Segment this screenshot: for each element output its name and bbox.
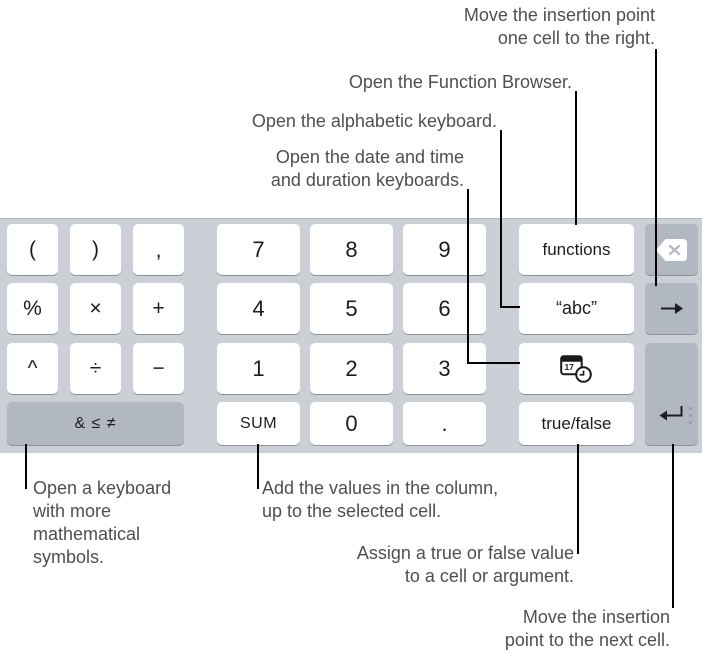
key-label: + [152,296,165,320]
key-date-time[interactable]: 17 [519,343,634,394]
key-delete[interactable] [645,224,698,275]
key-label: 8 [345,236,358,262]
caption-line: Open a keyboard [33,478,172,498]
callout-line-date-time-horizontal [467,362,520,364]
caption-line: Open the alphabetic keyboard. [251,111,497,131]
key-9[interactable]: 9 [403,224,486,275]
caption-line: up to the selected cell. [262,501,442,521]
key-label: 6 [438,295,451,321]
key-sum[interactable]: SUM [217,402,300,445]
key-label: true/false [541,413,612,433]
key-return[interactable] [645,343,698,445]
key-label: 9 [438,236,451,262]
right-arrow-icon [660,301,684,316]
key-true-false[interactable]: true/false [519,402,634,445]
key-label: 5 [345,295,358,321]
svg-text:17: 17 [564,362,574,372]
caption-true-false-key: Assign a true or false value to a cell o… [357,542,574,588]
caption-function-browser: Open the Function Browser. [349,71,572,94]
key-label: ( [29,237,36,261]
calendar-clock-icon: 17 [560,354,593,383]
return-icon [659,404,684,423]
key-plus[interactable]: + [133,283,184,334]
key-caret[interactable]: ^ [7,343,58,394]
caption-line: symbols. [33,547,105,567]
caption-line: to a cell or argument. [404,566,574,586]
key-label: functions [542,239,611,259]
key-close-paren[interactable]: ) [70,224,121,275]
callout-line-move-right-cell [655,49,657,286]
caption-line: Open the Function Browser. [348,72,572,92]
key-label: % [23,296,42,320]
key-multiply[interactable]: × [70,283,121,334]
caption-sum-key: Add the values in the column, up to the … [262,477,498,523]
caption-alphabetic-keyboard: Open the alphabetic keyboard. [252,110,497,133]
key-0[interactable]: 0 [310,402,393,445]
key-7[interactable]: 7 [217,224,300,275]
key-label: × [89,296,102,320]
key-label: ÷ [89,356,102,380]
numeric-keyboard: ( ) , 7 8 9 functions % × + [0,218,702,453]
key-functions[interactable]: functions [519,224,634,275]
caption-next-cell: Move the insertion point to the next cel… [505,606,670,652]
callout-line-alphabetic-horizontal [500,306,520,308]
callout-line-math-keyboard [25,444,27,489]
callout-line-true-false [577,444,579,554]
key-label: − [152,356,165,380]
key-comma[interactable]: , [133,224,184,275]
key-6[interactable]: 6 [403,283,486,334]
key-label: 3 [438,355,451,381]
caption-line: Assign a true or false value [356,543,574,563]
caption-line: mathematical [33,524,141,544]
key-math-symbols[interactable]: & ≤ ≠ [7,402,184,445]
callout-line-date-time-vertical [467,189,469,364]
key-label: 0 [345,410,358,436]
key-abc[interactable]: “abc” [519,283,634,334]
key-label: 4 [252,295,265,321]
key-move-right[interactable] [645,283,698,334]
caption-line: with more [33,501,112,521]
key-2[interactable]: 2 [310,343,393,394]
key-4[interactable]: 4 [217,283,300,334]
key-decimal[interactable]: . [403,402,486,445]
callout-line-function-browser [575,91,577,225]
caption-line: one cell to the right. [497,28,655,48]
delete-backspace-icon [655,238,688,262]
key-label: , [155,236,162,262]
key-label: “abc” [555,298,597,318]
key-percent[interactable]: % [7,283,58,334]
key-8[interactable]: 8 [310,224,393,275]
key-label: 2 [345,355,358,381]
return-key-dots [689,407,692,424]
callout-line-next-cell [672,444,674,608]
caption-line: point to the next cell. [504,630,670,650]
key-label: ) [92,237,99,261]
key-3[interactable]: 3 [403,343,486,394]
key-label: . [441,410,448,436]
caption-line: and duration keyboards. [270,170,464,190]
key-minus[interactable]: − [133,343,184,394]
key-open-paren[interactable]: ( [7,224,58,275]
key-label: SUM [239,414,278,432]
key-1[interactable]: 1 [217,343,300,394]
callout-line-alphabetic-vertical [500,130,502,308]
key-label: 1 [252,355,265,381]
key-5[interactable]: 5 [310,283,393,334]
key-divide[interactable]: ÷ [70,343,121,394]
caption-date-time-keyboards: Open the date and time and duration keyb… [271,146,464,192]
caption-line: Move the insertion point [463,5,655,25]
key-label: & ≤ ≠ [74,414,117,432]
caption-line: Add the values in the column, [262,478,499,498]
caption-line: Move the insertion [522,607,670,627]
caption-move-right-cell: Move the insertion point one cell to the… [464,4,655,50]
key-label: 7 [252,236,265,262]
caption-line: Open the date and time [275,147,464,167]
key-label: ^ [27,356,38,380]
caption-math-keyboard: Open a keyboard with more mathematical s… [33,477,171,569]
callout-line-sum [257,444,259,489]
